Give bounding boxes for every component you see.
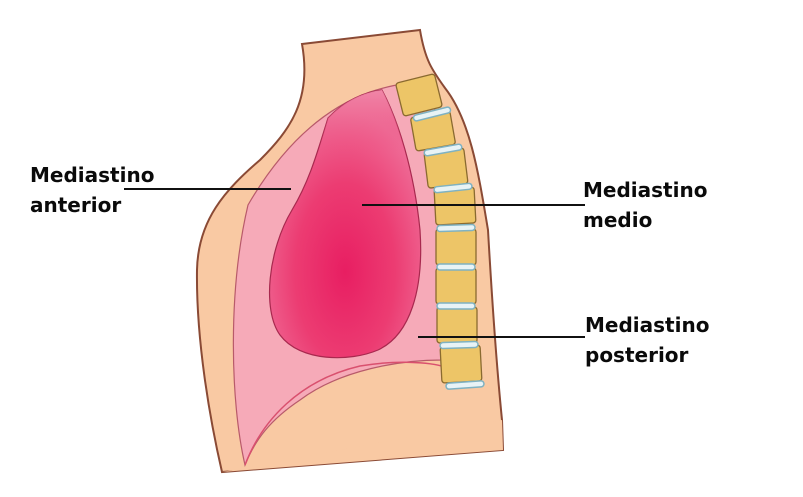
intervertebral-discs	[412, 106, 485, 390]
label-mediastino-posterior: Mediastino posterior	[585, 313, 710, 367]
label-mediastino-medio: Mediastino medio	[583, 178, 708, 232]
label-mediastino-anterior: Mediastino anterior	[30, 163, 155, 217]
diaphragm	[244, 361, 446, 466]
